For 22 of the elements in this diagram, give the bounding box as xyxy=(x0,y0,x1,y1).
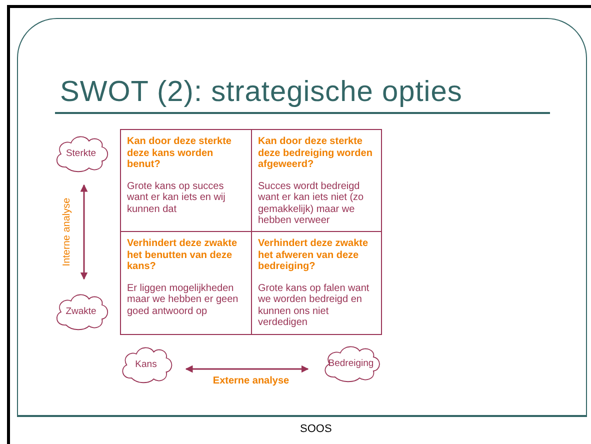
cloud-label: Kans xyxy=(135,358,157,370)
matrix-cell xyxy=(120,231,252,335)
matrix-cell xyxy=(251,231,382,335)
edge-label: Interne analyse xyxy=(62,198,72,266)
cloud-label: Zwakte xyxy=(66,306,96,316)
matrix-cell xyxy=(120,129,252,232)
double-arrow xyxy=(185,365,309,373)
matrix-cell xyxy=(251,129,382,232)
cell-answer: Grote kans op falen want we worden bedreigd en kunnen ons niet verdedigen xyxy=(258,282,370,328)
cell-answer: Grote kans op succes want er kan iets en wij kunnen dat xyxy=(127,180,226,215)
cell-question: Kan door deze sterkte deze bedreiging worden afgeweerd? xyxy=(258,136,374,170)
cell-answer: Er liggen mogelijkheden maar we hebben er geen goed antwoord op xyxy=(127,282,240,317)
double-arrow xyxy=(80,184,88,280)
edge-label: Externe analyse xyxy=(212,376,290,386)
slide-title: SWOT (2): strategische opties xyxy=(60,76,462,109)
cell-question: Kan door deze sterkte deze kans worden benut? xyxy=(127,136,232,170)
cloud-label: Bedreiging xyxy=(328,358,374,368)
cell-answer: Succes wordt bedreigd want er kan iets niet (zo gemakkelijk) maar we hebben verweer xyxy=(258,180,365,226)
cloud-label: Sterkte xyxy=(66,148,96,158)
cell-question: Verhindert deze zwakte het afweren van deze bedreiging? xyxy=(258,238,370,272)
footer-text: SOOS xyxy=(300,423,332,435)
cell-question: Verhindert deze zwakte het benutten van deze kans? xyxy=(127,238,238,272)
